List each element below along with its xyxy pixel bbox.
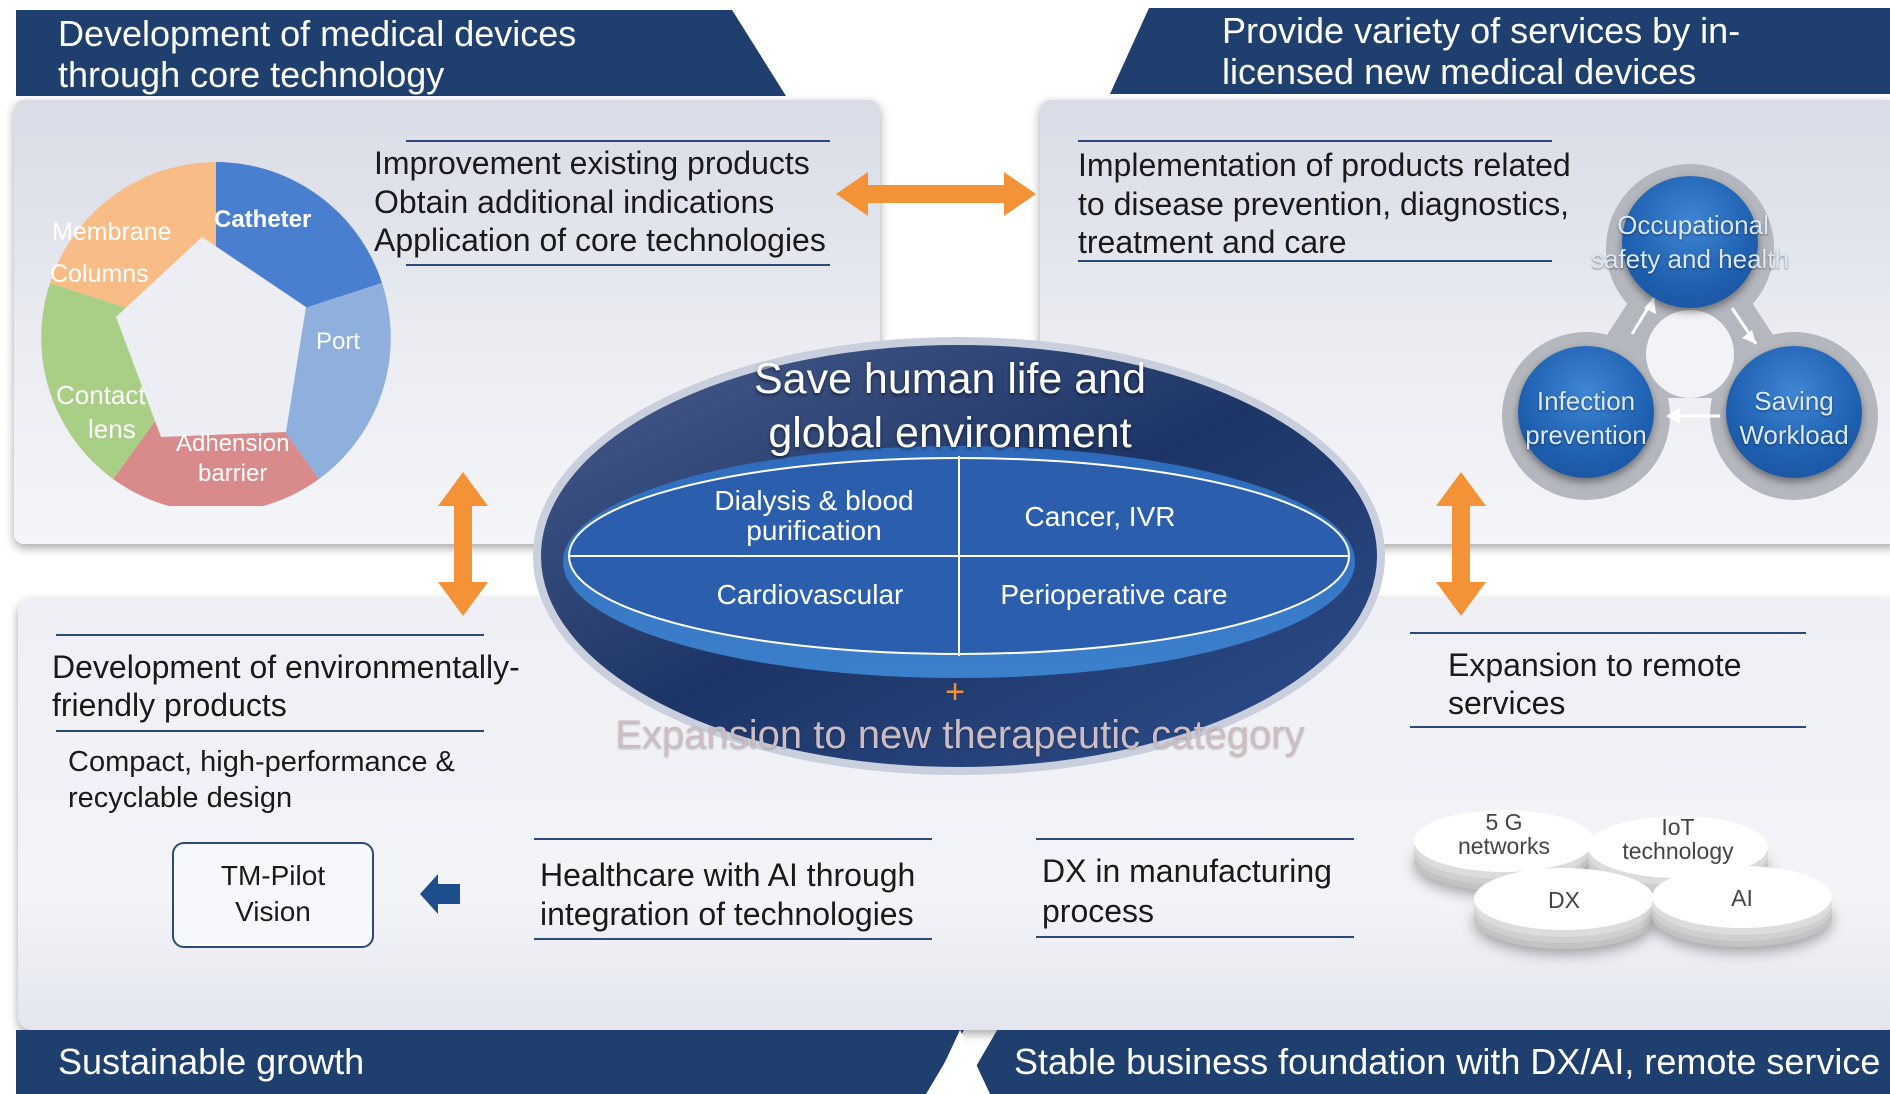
- central-ellipse: [533, 337, 1385, 775]
- cycle-disk-infection: [1518, 346, 1654, 478]
- coin-label-networks: networks: [1457, 833, 1551, 859]
- pie-label-columns: Columns: [50, 260, 149, 288]
- dx-mfg-line-2: process: [1042, 893, 1155, 929]
- coin-ai: [1652, 866, 1832, 928]
- dx-mfg-line-1: DX in manufacturing: [1042, 853, 1332, 889]
- quadrant-dialysis-line-2: purification: [746, 515, 882, 546]
- inlicensed-rule-bottom: [1078, 260, 1552, 262]
- tm-pilot-box: TM-Pilot Vision: [172, 842, 374, 948]
- dx-mfg-rule-bottom: [1036, 936, 1354, 938]
- pie-label-catheter: Catheter: [214, 206, 312, 233]
- pie-label-barrier: barrier: [198, 460, 268, 487]
- coin-5g: [1414, 810, 1594, 872]
- center-title-line-1: Save human life and: [753, 355, 1147, 403]
- coin-label-ai: AI: [1731, 885, 1753, 911]
- banner-bottom-left-text: Sustainable growth: [58, 1041, 365, 1082]
- banner-top-left: Development of medical devices through c…: [16, 10, 786, 96]
- cycle-label-workload: Workload: [1739, 420, 1849, 450]
- vertical-double-arrow-left-icon: [438, 472, 488, 616]
- coin-label-technology: technology: [1622, 838, 1734, 864]
- horizontal-double-arrow-icon: [836, 172, 1036, 216]
- coin-label-iot: IoT: [1661, 814, 1695, 840]
- ai-health-rule-top: [534, 838, 932, 840]
- cycle-label-saving: Saving: [1754, 386, 1834, 416]
- center-title-line-2: global environment: [768, 409, 1132, 457]
- banner-top-right: Provide variety of services by in- licen…: [1110, 8, 1890, 94]
- cycle-disk-occupational: [1622, 176, 1758, 308]
- core-tech-rule-bottom: [406, 264, 830, 266]
- dx-mfg-rule-top: [1036, 838, 1354, 840]
- remote-rule-bottom: [1410, 726, 1806, 728]
- pie-center-star: [116, 237, 306, 437]
- core-tech-rule-top: [406, 140, 830, 142]
- pie-label-adhension: Adhension: [176, 430, 290, 457]
- remote-rule-top: [1410, 632, 1806, 634]
- banner-top-right-line-1: Provide variety of services by in-: [1222, 10, 1741, 51]
- inlicensed-line-2: to disease prevention, diagnostics,: [1078, 186, 1569, 222]
- core-tech-line-1: Improvement existing products: [374, 145, 810, 181]
- pie-label-lens: lens: [88, 414, 136, 444]
- left-arrow-icon: [420, 874, 460, 914]
- tm-pilot-line-1: TM-Pilot: [220, 860, 326, 891]
- quadrant-dialysis-line-1: Dialysis & blood: [714, 485, 914, 516]
- coin-dx: [1474, 868, 1654, 930]
- pie-label-membrane: Membrane: [52, 218, 172, 246]
- core-tech-line-2: Obtain additional indications: [374, 184, 775, 220]
- remote-line-1: Expansion to remote: [1448, 647, 1742, 683]
- pie-label-port: Port: [316, 328, 361, 355]
- remote-line-2: services: [1448, 685, 1566, 721]
- env-rule-top: [56, 634, 484, 636]
- ai-health-rule-bottom: [534, 938, 932, 940]
- banner-top-left-line-2: through core technology: [58, 54, 445, 95]
- cycle-disk-saving: [1726, 346, 1862, 478]
- quadrant-perioperative: Perioperative care: [1000, 579, 1228, 610]
- env-heading-line-2: friendly products: [52, 687, 287, 723]
- coin-label-dx: DX: [1548, 887, 1580, 913]
- vertical-double-arrow-right-icon: [1436, 472, 1486, 616]
- banner-top-right-line-2: licensed new medical devices: [1222, 51, 1697, 92]
- cycle-label-safety: safety and health: [1590, 244, 1790, 274]
- inlicensed-line-3: treatment and care: [1078, 224, 1347, 260]
- coin-label-5g: 5 G: [1485, 809, 1523, 835]
- center-plus-sign: +: [945, 673, 965, 711]
- core-tech-line-3: Application of core technologies: [374, 222, 826, 258]
- cycle-label-occupational: Occupational: [1617, 210, 1769, 240]
- pie-label-contact: Contact: [56, 380, 146, 410]
- quadrant-cardiovascular: Cardiovascular: [716, 579, 904, 610]
- banner-notch: [930, 1030, 990, 1094]
- tm-pilot-line-2: Vision: [235, 896, 311, 927]
- cycle-label-infection: Infection: [1536, 386, 1636, 416]
- env-heading-line-1: Development of environmentally-: [52, 649, 520, 685]
- ai-health-line-2: integration of technologies: [540, 896, 914, 932]
- banner-top-left-line-1: Development of medical devices: [58, 13, 577, 54]
- banner-bottom-right-text: Stable business foundation with DX/AI, r…: [1014, 1041, 1881, 1082]
- ai-health-line-1: Healthcare with AI through: [540, 857, 916, 893]
- inlicensed-rule-top: [1078, 140, 1552, 142]
- banner-bottom-left: Sustainable growth: [16, 1030, 964, 1094]
- env-sub-line-2: recyclable design: [68, 782, 293, 814]
- center-expansion-text: Expansion to new therapeutic category: [615, 713, 1305, 757]
- quadrant-cancer: Cancer, IVR: [1024, 501, 1176, 532]
- cycle-label-prevention: prevention: [1525, 420, 1647, 450]
- env-sub-line-1: Compact, high-performance &: [68, 746, 455, 778]
- inlicensed-line-1: Implementation of products related: [1078, 147, 1571, 183]
- env-rule-bottom: [56, 730, 484, 732]
- banner-bottom-right: Stable business foundation with DX/AI, r…: [960, 1030, 1890, 1094]
- core-technology-pie: [41, 162, 391, 506]
